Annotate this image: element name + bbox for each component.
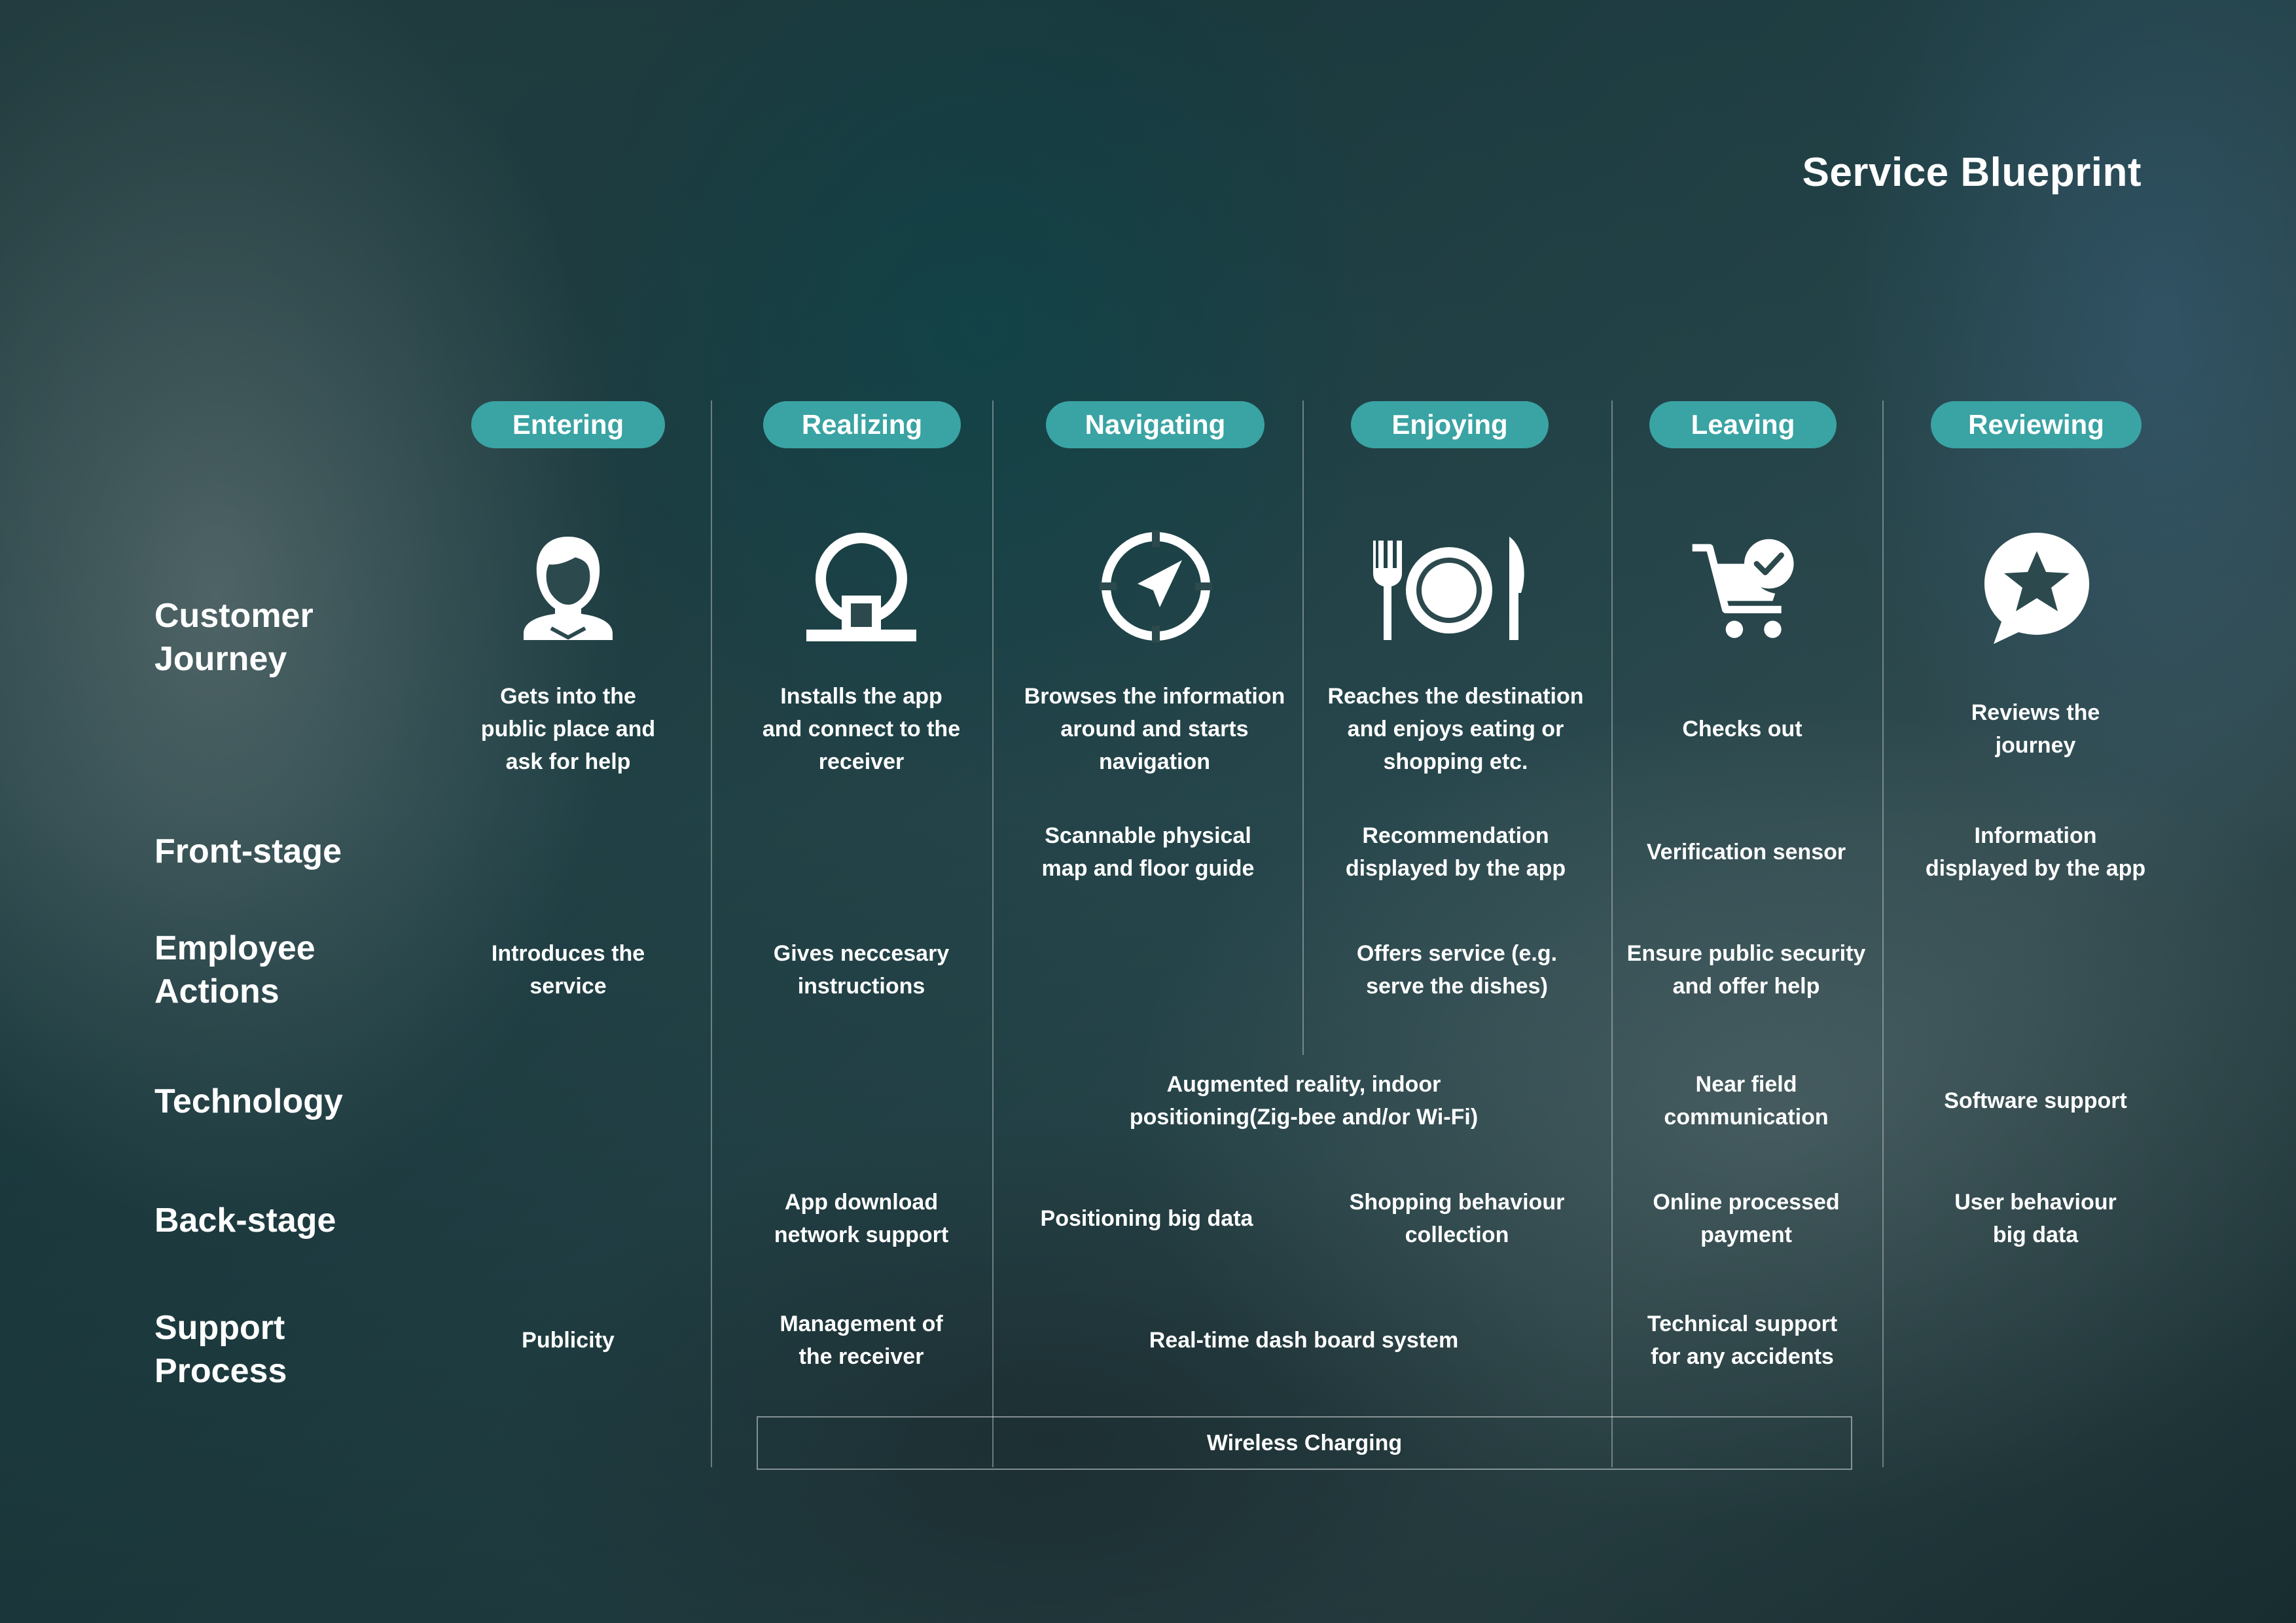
cell-back-stage-leaving: Online processed payment (1653, 1190, 1840, 1247)
wireless-charging-label: Wireless Charging (1206, 1430, 1403, 1455)
cell-employee-leaving: Ensure public security and offer help (1626, 941, 1866, 999)
cell-support-leaving: Technical support for any accidents (1647, 1311, 1838, 1369)
stage-entering: Entering (471, 401, 665, 448)
person-icon (509, 527, 627, 645)
cell-back-stage-reviewing: User behaviour big data (1954, 1190, 2117, 1247)
star-bubble-icon (1978, 527, 2096, 645)
wireless-charging-box: Wireless Charging (757, 1416, 1852, 1470)
compass-icon (1097, 527, 1215, 645)
stage-enjoying: Enjoying (1351, 401, 1549, 448)
page-title: Service Blueprint (1802, 150, 2142, 195)
column-divider (1611, 401, 1613, 1467)
cell-customer-journey-reviewing: Reviews the journey (1971, 700, 2100, 758)
row-label-employee-actions: Employee Actions (154, 929, 315, 1010)
stage-reviewing: Reviewing (1931, 401, 2142, 448)
column-divider (711, 401, 712, 1467)
column-divider (1302, 401, 1304, 1055)
row-label-technology: Technology (154, 1082, 343, 1120)
stage-navigating: Navigating (1046, 401, 1265, 448)
row-label-customer-journey: Customer Journey (154, 597, 314, 678)
cell-customer-journey-navigating: Browses the information around and start… (1024, 684, 1285, 774)
cell-support-realizing: Management of the receiver (780, 1311, 943, 1369)
cell-front-stage-reviewing: Information displayed by the app (1925, 823, 2146, 881)
cell-customer-journey-enjoying: Reaches the destination and enjoys eatin… (1327, 684, 1584, 774)
cell-customer-journey-entering: Gets into the public place and ask for h… (480, 684, 656, 774)
cell-employee-entering: Introduces the service (491, 941, 645, 999)
cell-employee-realizing: Gives neccesary instructions (773, 941, 950, 999)
row-label-back-stage: Back-stage (154, 1202, 336, 1240)
cell-front-stage-enjoying: Recommendation displayed by the app (1345, 823, 1566, 881)
cell-technology-leaving: Near field communication (1664, 1072, 1829, 1130)
row-label-support-process: Support Process (154, 1309, 287, 1390)
cell-customer-journey-leaving: Checks out (1682, 717, 1803, 741)
cell-employee-enjoying: Offers service (e.g. serve the dishes) (1356, 941, 1558, 999)
cell-support-navigating-enjoying: Real-time dash board system (1149, 1328, 1459, 1353)
cell-front-stage-leaving: Verification sensor (1646, 840, 1846, 865)
cart-check-icon (1689, 537, 1800, 648)
row-label-front-stage: Front-stage (154, 832, 342, 870)
cell-back-stage-realizing: App download network support (774, 1190, 949, 1247)
stage-realizing: Realizing (763, 401, 961, 448)
cell-support-entering: Publicity (522, 1328, 615, 1353)
stage-leaving: Leaving (1649, 401, 1837, 448)
column-divider (992, 401, 994, 1467)
cell-front-stage-navigating: Scannable physical map and floor guide (1041, 823, 1255, 881)
column-divider (1882, 401, 1884, 1467)
cell-back-stage-enjoying: Shopping behaviour collection (1349, 1190, 1565, 1247)
dining-icon (1364, 527, 1534, 645)
cell-back-stage-navigating: Positioning big data (1040, 1206, 1253, 1231)
receiver-icon (802, 527, 920, 645)
cell-customer-journey-realizing: Installs the app and connect to the rece… (762, 684, 961, 774)
cell-technology-navigating-enjoying: Augmented reality, indoor positioning(Zi… (1129, 1072, 1479, 1130)
cell-technology-reviewing: Software support (1944, 1088, 2127, 1113)
